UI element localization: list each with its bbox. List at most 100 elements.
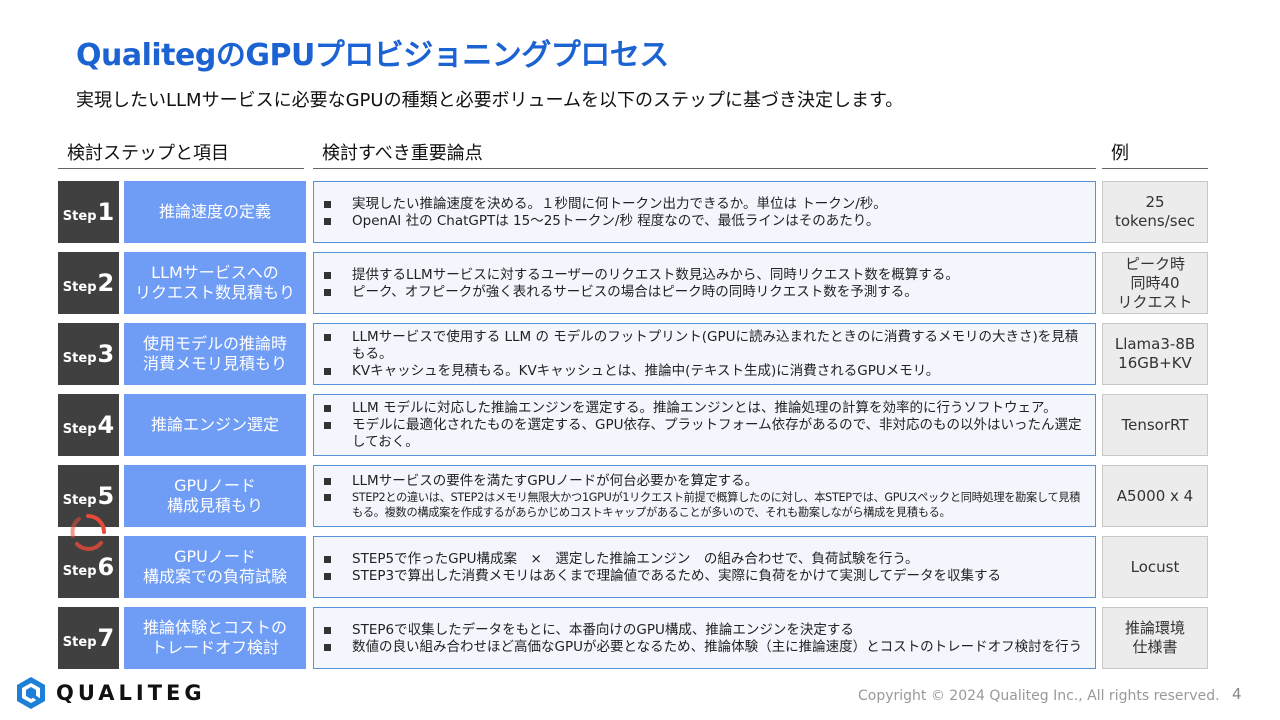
step-points: STEP5で作ったGPU構成案 × 選定した推論エンジン の組み合わせで、負荷試…	[313, 536, 1096, 598]
step-number: 1	[97, 198, 115, 226]
step-word: Step	[62, 563, 97, 579]
point-item: 数値の良い組み合わせほど高価なGPUが必要となるため、推論体験（主に推論速度）と…	[322, 639, 1087, 656]
step-word: Step	[62, 279, 97, 295]
point-text: STEP5で作ったGPU構成案 × 選定した推論エンジン の組み合わせで、負荷試…	[352, 550, 919, 567]
step-word: Step	[62, 492, 97, 508]
point-item: OpenAI 社の ChatGPTは 15～25トークン/秒 程度なので、最低ラ…	[322, 213, 1087, 230]
point-text: STEP6で収集したデータをもとに、本番向けのGPU構成、推論エンジンを決定する	[352, 621, 854, 638]
point-item: モデルに最適化されたものを選定する、GPU依存、プラットフォーム依存があるので、…	[322, 417, 1087, 451]
point-item: LLM モデルに対応した推論エンジンを選定する。推論エンジンとは、推論処理の計算…	[322, 400, 1087, 417]
step-points: 実現したい推論速度を決める。１秒間に何トークン出力できるか。単位は トークン/秒…	[313, 181, 1096, 243]
step-number: 7	[97, 624, 115, 652]
step-name: 推論エンジン選定	[124, 394, 306, 456]
point-text: 数値の良い組み合わせほど高価なGPUが必要となるため、推論体験（主に推論速度）と…	[352, 638, 1083, 655]
step-number: 5	[97, 482, 115, 510]
page-subtitle: 実現したいLLMサービスに必要なGPUの種類と必要ボリュームを以下のステップに基…	[76, 90, 904, 111]
point-item: KVキャッシュを見積もる。KVキャッシュとは、推論中(テキスト生成)に消費される…	[322, 363, 1087, 380]
step-example: 25 tokens/sec	[1102, 181, 1208, 243]
step-example: A5000 x 4	[1102, 465, 1208, 527]
step-word: Step	[62, 208, 97, 224]
step-example: ピーク時 同時40 リクエスト	[1102, 252, 1208, 314]
point-text: モデルに最適化されたものを選定する、GPU依存、プラットフォーム依存があるので、…	[352, 417, 1082, 450]
square-bullet-icon	[324, 405, 331, 412]
qualiteg-logo-icon	[17, 677, 45, 709]
point-text: 実現したい推論速度を決める。１秒間に何トークン出力できるか。単位は トークン/秒…	[352, 195, 887, 212]
square-bullet-icon	[324, 288, 331, 296]
step-example: 推論環境 仕様書	[1102, 607, 1208, 669]
step-example: TensorRT	[1102, 394, 1208, 456]
point-item: LLMサービスの要件を満たすGPUノードが何台必要かを算定する。	[322, 473, 1087, 490]
point-text: LLMサービスの要件を満たすGPUノードが何台必要かを算定する。	[352, 473, 759, 489]
point-item: STEP6で収集したデータをもとに、本番向けのGPU構成、推論エンジンを決定する	[322, 622, 1087, 639]
square-bullet-icon	[324, 422, 331, 429]
point-text: LLMサービスで使用する LLM の モデルのフットプリント(GPUに読み込まれ…	[352, 329, 1079, 362]
point-item: 提供するLLMサービスに対するユーザーのリクエスト数見込みから、同時リクエスト数…	[322, 267, 1087, 284]
header-example: 例	[1102, 139, 1208, 169]
step-number: 4	[97, 411, 115, 439]
point-item: LLMサービスで使用する LLM の モデルのフットプリント(GPUに読み込まれ…	[322, 329, 1087, 363]
step-word: Step	[62, 634, 97, 650]
step-example: Llama3-8B 16GB+KV	[1102, 323, 1208, 385]
point-text: LLM モデルに対応した推論エンジンを選定する。推論エンジンとは、推論処理の計算…	[352, 400, 1057, 416]
header-points: 検討すべき重要論点	[313, 139, 1096, 169]
point-item: ピーク、オフピークが強く表れるサービスの場合はピーク時の同時リクエスト数を予測す…	[322, 284, 1087, 301]
step-points: 提供するLLMサービスに対するユーザーのリクエスト数見込みから、同時リクエスト数…	[313, 252, 1096, 314]
step-points: LLMサービスの要件を満たすGPUノードが何台必要かを算定する。 STEP2との違…	[313, 465, 1096, 527]
point-item: STEP2との違いは、STEP2はメモリ無限大かつ1GPUが1リクエスト前提で概…	[322, 490, 1087, 520]
point-item: STEP5で作ったGPU構成案 × 選定した推論エンジン の組み合わせで、負荷試…	[322, 551, 1087, 568]
step-points: LLM モデルに対応した推論エンジンを選定する。推論エンジンとは、推論処理の計算…	[313, 394, 1096, 456]
square-bullet-icon	[324, 334, 331, 341]
header-steps: 検討ステップと項目	[58, 139, 304, 169]
square-bullet-icon	[324, 368, 331, 375]
copyright: Copyright © 2024 Qualiteg Inc., All righ…	[858, 688, 1220, 704]
point-text: ピーク、オフピークが強く表れるサービスの場合はピーク時の同時リクエスト数を予測す…	[352, 283, 918, 300]
step-name: GPUノード 構成案での負荷試験	[124, 536, 306, 598]
point-text: KVキャッシュを見積もる。KVキャッシュとは、推論中(テキスト生成)に消費される…	[352, 363, 940, 379]
loading-spinner-icon	[70, 514, 106, 551]
point-item: STEP3で算出した消費メモリはあくまで理論値であるため、実際に負荷をかけて実測…	[322, 568, 1087, 585]
step-points: STEP6で収集したデータをもとに、本番向けのGPU構成、推論エンジンを決定する…	[313, 607, 1096, 669]
point-text: 提供するLLMサービスに対するユーザーのリクエスト数見込みから、同時リクエスト数…	[352, 266, 959, 283]
step-word: Step	[62, 350, 97, 366]
point-text: STEP2との違いは、STEP2はメモリ無限大かつ1GPUが1リクエスト前提で概…	[352, 491, 1081, 519]
square-bullet-icon	[324, 478, 331, 485]
step-name: 使用モデルの推論時 消費メモリ見積もり	[124, 323, 306, 385]
step-number: 2	[97, 269, 115, 297]
square-bullet-icon	[324, 572, 331, 580]
point-item: 実現したい推論速度を決める。１秒間に何トークン出力できるか。単位は トークン/秒…	[322, 196, 1087, 213]
step-name: 推論体験とコストの トレードオフ検討	[124, 607, 306, 669]
page-number: 4	[1232, 685, 1242, 703]
square-bullet-icon	[324, 555, 331, 563]
square-bullet-icon	[324, 494, 331, 501]
point-text: OpenAI 社の ChatGPTは 15～25トークン/秒 程度なので、最低ラ…	[352, 212, 880, 229]
square-bullet-icon	[324, 626, 331, 634]
step-example: Locust	[1102, 536, 1208, 598]
step-name: LLMサービスへの リクエスト数見積もり	[124, 252, 306, 314]
logo-text: QUALITEG	[56, 681, 206, 705]
company-logo: QUALITEG	[14, 676, 206, 710]
square-bullet-icon	[324, 643, 331, 651]
step-name: 推論速度の定義	[124, 181, 306, 243]
step-number: 6	[97, 553, 115, 581]
square-bullet-icon	[324, 200, 331, 208]
step-word: Step	[62, 421, 97, 437]
step-name: GPUノード 構成見積もり	[124, 465, 306, 527]
step-number: 3	[97, 340, 115, 368]
square-bullet-icon	[324, 271, 331, 279]
step-points: LLMサービスで使用する LLM の モデルのフットプリント(GPUに読み込まれ…	[313, 323, 1096, 385]
page-title: QualitegのGPUプロビジョニングプロセス	[76, 38, 669, 73]
point-text: STEP3で算出した消費メモリはあくまで理論値であるため、実際に負荷をかけて実測…	[352, 567, 1002, 584]
square-bullet-icon	[324, 217, 331, 225]
